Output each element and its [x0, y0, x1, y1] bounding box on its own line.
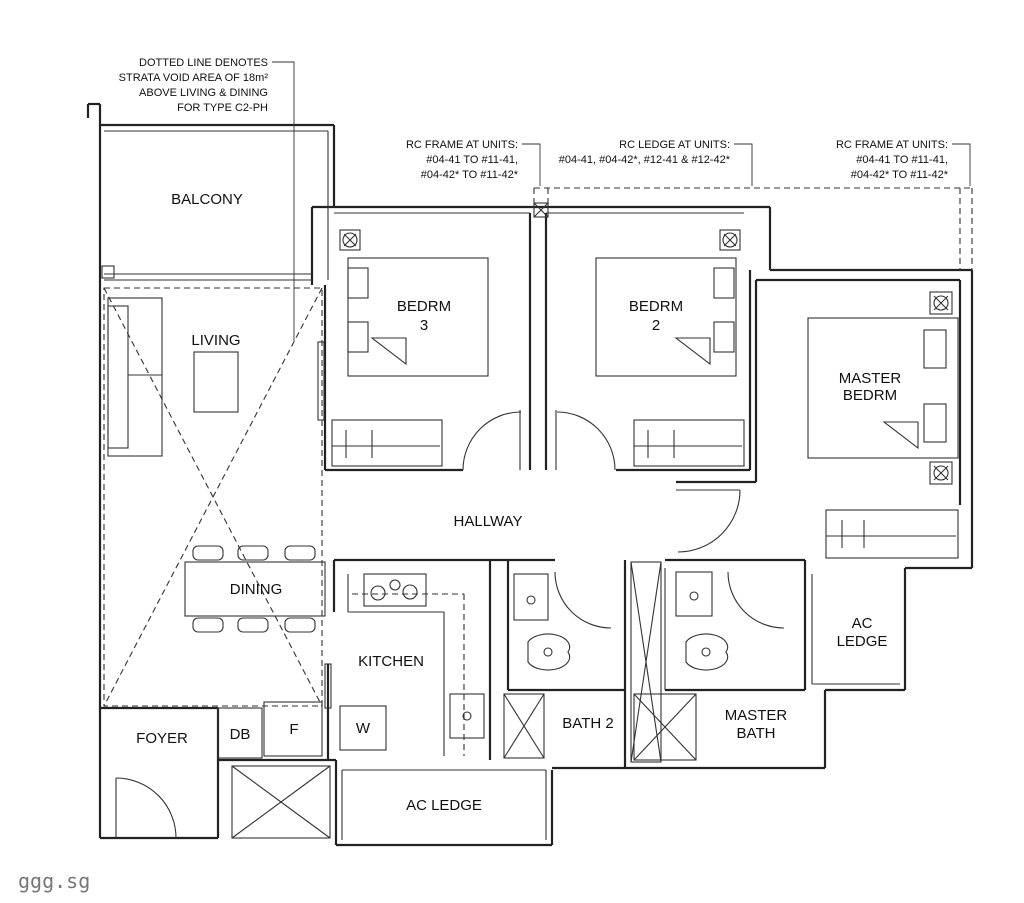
hallway-label: HALLWAY	[454, 513, 523, 530]
ac-ledge-bottom-label: AC LEDGE	[406, 797, 482, 814]
note-strata-void-line3: ABOVE LIVING & DINING	[139, 87, 268, 99]
ac-ledge-right: AC LEDGE	[811, 574, 900, 685]
note-rc-frame-right-line2: #04-41 TO #11-41,	[856, 154, 948, 166]
master-bath: MASTER BATH	[630, 558, 807, 763]
master-bedroom-label-line2: BEDRM	[843, 387, 897, 404]
note-rc-frame-left-line2: #04-41 TO #11-41,	[426, 154, 518, 166]
coffee-table	[193, 351, 239, 413]
note-rc-ledge-line1: RC LEDGE AT UNITS:	[619, 139, 730, 151]
bedroom-2: BEDRM 2	[544, 212, 752, 472]
bedroom-2-label-line2: 2	[652, 317, 660, 334]
dining-label: DINING	[230, 581, 283, 598]
bedroom-3-label-line1: BEDRM	[397, 298, 451, 315]
living-label: LIVING	[191, 332, 240, 349]
note-rc-ledge: RC LEDGE AT UNITS: #04-41, #04-42*, #12-…	[559, 139, 753, 186]
bedroom-3-label-line2: 3	[420, 317, 428, 334]
sofa	[107, 297, 163, 457]
note-rc-frame-right-line1: RC FRAME AT UNITS:	[836, 139, 948, 151]
fridge-label: F	[289, 721, 298, 738]
master-bedroom-label-line1: MASTER	[839, 370, 902, 387]
bedroom-2-label-line1: BEDRM	[629, 298, 683, 315]
ac-ledge-right-label-line2: LEDGE	[837, 633, 888, 650]
kitchen: W KITCHEN	[324, 558, 555, 760]
master-bedroom: MASTER BEDRM	[676, 278, 962, 559]
kitchen-label: KITCHEN	[358, 653, 424, 670]
foyer-area: FOYER DB F	[100, 701, 331, 839]
db-label: DB	[230, 726, 251, 743]
tv-console	[317, 341, 325, 421]
outer-walls	[86, 102, 974, 847]
note-rc-frame-left: RC FRAME AT UNITS: #04-41 TO #11-41, #04…	[406, 139, 541, 186]
note-rc-frame-right-line3: #04-42* TO #11-42*	[851, 169, 949, 181]
note-rc-frame-left-line1: RC FRAME AT UNITS:	[406, 139, 518, 151]
rc-frame-outlines	[533, 187, 973, 270]
watermark: ggg.sg	[18, 869, 90, 893]
note-strata-void-line1: DOTTED LINE DENOTES	[139, 57, 268, 69]
bedroom-3: BEDRM 3	[323, 212, 532, 472]
balcony-label: BALCONY	[171, 191, 243, 208]
bath-2-label: BATH 2	[562, 715, 613, 732]
ac-ledge-bottom: AC LEDGE	[341, 769, 547, 840]
master-bath-label-line2: BATH	[737, 725, 776, 742]
bath-2: BATH 2	[503, 560, 627, 768]
dining-table	[184, 561, 326, 617]
note-rc-frame-left-line3: #04-42* TO #11-42*	[421, 169, 519, 181]
master-bath-label-line1: MASTER	[725, 707, 788, 724]
note-strata-void-line4: FOR TYPE C2-PH	[177, 102, 268, 114]
living-dining: LIVING DINING	[103, 287, 326, 707]
balcony: BALCONY	[101, 130, 329, 281]
note-strata-void: DOTTED LINE DENOTES STRATA VOID AREA OF …	[119, 57, 295, 342]
note-strata-void-line2: STRATA VOID AREA OF 18m²	[119, 72, 269, 84]
ac-ledge-right-label-line1: AC	[852, 615, 873, 632]
washer-label: W	[356, 720, 371, 737]
foyer-label: FOYER	[136, 730, 188, 747]
note-rc-frame-right: RC FRAME AT UNITS: #04-41 TO #11-41, #04…	[836, 139, 971, 186]
note-rc-ledge-line2: #04-41, #04-42*, #12-41 & #12-42*	[559, 154, 731, 166]
